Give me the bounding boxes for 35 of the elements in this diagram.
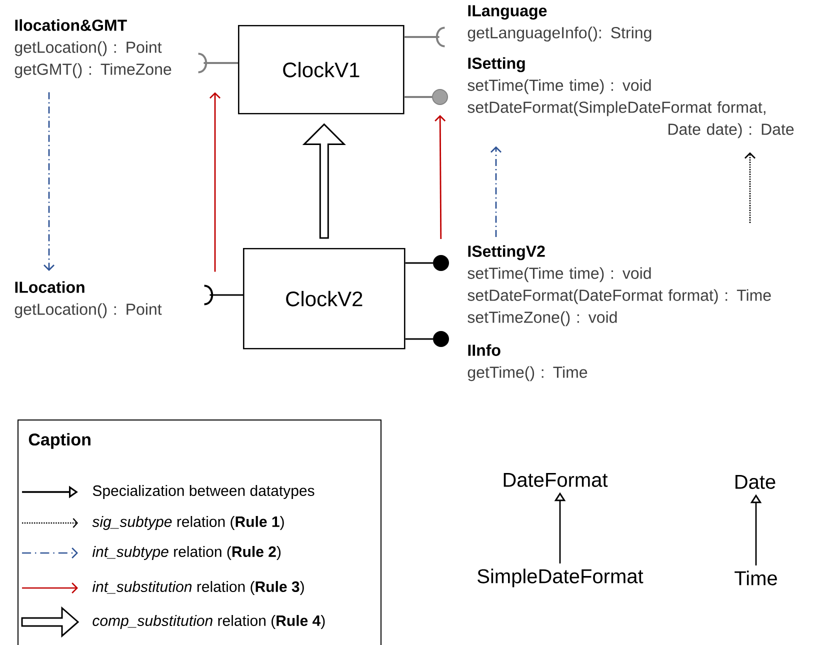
ball-symbol xyxy=(433,255,449,271)
hollow-arrow xyxy=(302,123,346,239)
ball-symbol xyxy=(433,331,449,347)
legend-entry: int_subtype relation (Rule 2) xyxy=(22,546,281,560)
interface-text: ISettingV2 setTime(Time time) : void setDateFormat(DateFormat format) : Time setTimeZone() : void xyxy=(468,245,771,326)
legend-entry: int_substitution relation (Rule 3) xyxy=(22,581,304,595)
connector-line xyxy=(210,294,243,296)
socket-symbol xyxy=(204,284,214,306)
socket-symbol xyxy=(436,26,445,48)
connector-line xyxy=(204,62,238,64)
interface-text: ISetting setTime(Time time) : void setDateFormat(SimpleDateFormat format, Date date) : Date xyxy=(468,57,794,138)
type-name: Date xyxy=(736,475,776,489)
interface-text: ILanguage getLanguageInfo(): String xyxy=(468,5,652,42)
type-name: SimpleDateFormat xyxy=(478,568,644,588)
ball-symbol xyxy=(432,89,448,105)
interface-text: IInfo getTime() : Time xyxy=(468,344,588,382)
arrow xyxy=(44,92,54,271)
connector-line xyxy=(405,338,433,340)
interface-text: ILocation getLocation() : Point xyxy=(14,281,162,318)
interface-text: Ilocation&GMT getLocation() : Point getGMT() : TimeZone xyxy=(14,19,172,78)
connector-line xyxy=(404,36,440,38)
type-name: DateFormat xyxy=(504,473,608,487)
arrow xyxy=(490,146,502,237)
connector-line xyxy=(404,96,432,98)
class-box: ClockV1 xyxy=(238,25,404,114)
legend-entry: sig_subtype relation (Rule 1) xyxy=(22,516,284,530)
class-box: ClockV2 xyxy=(243,248,406,350)
arrow xyxy=(744,152,756,223)
socket-symbol xyxy=(198,52,208,74)
arrow xyxy=(434,115,446,239)
legend-entry: comp_substitution relation (Rule 4) xyxy=(21,606,325,638)
legend-entry: Specialization between datatypes xyxy=(22,485,314,499)
arrow xyxy=(210,92,220,272)
connector-line xyxy=(405,262,433,264)
type-name: Time xyxy=(734,570,777,586)
